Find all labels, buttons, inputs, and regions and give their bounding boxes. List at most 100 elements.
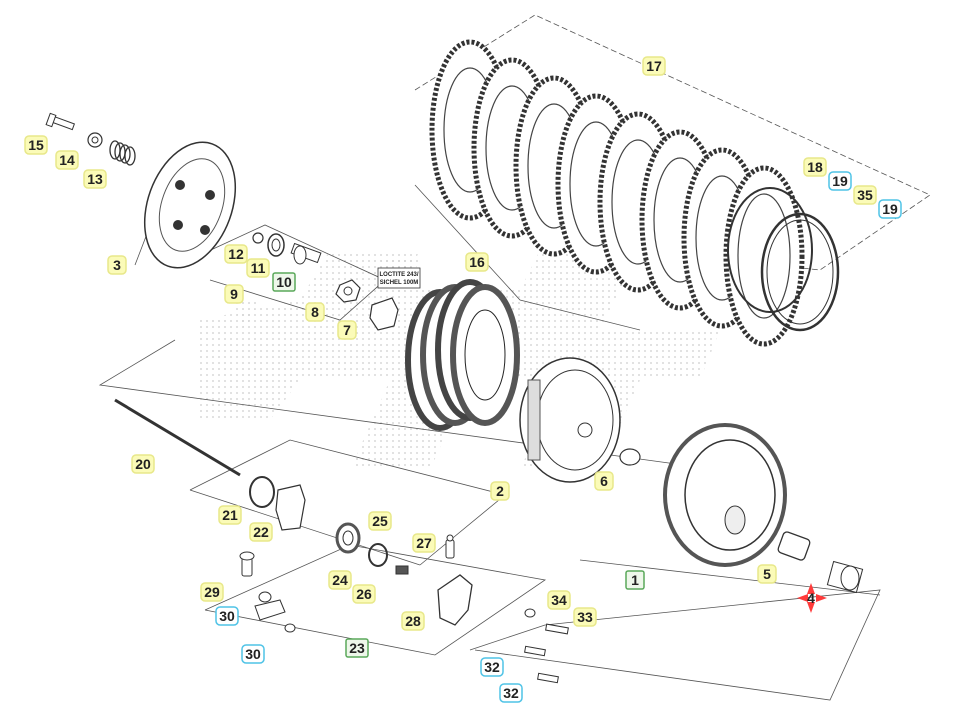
callout-19[interactable]: 19 [828,171,852,191]
friction-disc-inner [737,193,791,319]
callout-box [757,564,777,584]
callout-box [853,185,877,205]
callout-18[interactable]: 18 [803,157,827,177]
note-line-2: SICHEL 100M [380,280,419,286]
callout-4[interactable]: 4 [802,589,820,607]
callout-box [246,258,270,278]
callout-number: 24 [332,572,348,588]
callout-number: 12 [228,246,244,262]
callout-35[interactable]: 35 [853,185,877,205]
callout-number: 14 [59,152,75,168]
callout-number: 7 [343,322,351,338]
callout-box [215,606,239,626]
spring-part [109,140,136,166]
note-line-1: LOCTITE 243/ [379,272,418,278]
gasket-part [275,484,306,531]
callout-16[interactable]: 16 [465,252,489,272]
callout-number: 30 [219,608,235,624]
callout-19[interactable]: 19 [878,199,902,219]
callout-9[interactable]: 9 [224,284,244,304]
seal-ring-part [368,543,388,567]
callout-11[interactable]: 11 [246,258,270,278]
callout-number: 23 [349,640,365,656]
o-ring-part [249,476,275,508]
callout-box [490,481,510,501]
callout-number: 6 [600,473,608,489]
callout-number: 2 [496,483,504,499]
needle-bearing-part [777,531,811,561]
callout-number: 16 [469,254,485,270]
callout-22[interactable]: 22 [249,522,273,542]
callout-box [55,150,79,170]
callout-box [83,169,107,189]
callout-number: 20 [135,456,151,472]
callout-number: 32 [503,685,519,701]
callout-number: 8 [311,304,319,320]
callout-number: 30 [245,646,261,662]
callout-5[interactable]: 5 [757,564,777,584]
callout-number: 9 [230,286,238,302]
loctite-note: LOCTITE 243/ SICHEL 100M [377,267,421,289]
callout-24[interactable]: 24 [328,570,352,590]
callout-14[interactable]: 14 [55,150,79,170]
callout-box [625,570,645,590]
callout-30[interactable]: 30 [241,644,265,664]
callout-box [224,244,248,264]
callout-3[interactable]: 3 [107,255,127,275]
callout-26[interactable]: 26 [352,584,376,604]
callout-box [272,272,296,292]
callout-box [547,590,571,610]
callout-10[interactable]: 10 [272,272,296,292]
callout-23[interactable]: 23 [345,638,369,658]
callout-21[interactable]: 21 [218,505,242,525]
bleeder-valve-part [445,534,455,559]
callout-box [499,683,523,703]
screws-part [524,623,569,684]
small-spring-part [395,565,409,575]
callout-box [642,56,666,76]
callout-20[interactable]: 20 [131,454,155,474]
callout-box [480,657,504,677]
callout-box [803,157,827,177]
callout-box [218,505,242,525]
callout-33[interactable]: 33 [573,607,597,627]
thrust-washer-part [619,448,641,466]
callout-17[interactable]: 17 [642,56,666,76]
callout-box [465,252,489,272]
callout-number: 19 [832,173,848,189]
callout-28[interactable]: 28 [401,611,425,631]
callout-7[interactable]: 7 [337,320,357,340]
callout-box [305,302,325,322]
callout-29[interactable]: 29 [200,582,224,602]
callout-number: 27 [416,535,432,551]
callout-number: 34 [551,592,567,608]
callout-1[interactable]: 1 [625,570,645,590]
callout-25[interactable]: 25 [368,511,392,531]
callout-box [107,255,127,275]
callout-number: 19 [882,201,898,217]
callout-30[interactable]: 30 [215,606,239,626]
selected-part-marker [797,583,827,613]
callout-box [878,199,902,219]
callout-8[interactable]: 8 [305,302,325,322]
callout-27[interactable]: 27 [412,533,436,553]
callout-13[interactable]: 13 [83,169,107,189]
callout-number: 22 [253,524,269,540]
callout-34[interactable]: 34 [547,590,571,610]
callout-2[interactable]: 2 [490,481,510,501]
callout-box [131,454,155,474]
callout-6[interactable]: 6 [594,471,614,491]
callout-box [573,607,597,627]
callout-number: 25 [372,513,388,529]
spring-rings-part [727,187,840,332]
callout-15[interactable]: 15 [24,135,48,155]
clutch-hub-part [519,357,621,483]
callout-number: 15 [28,137,44,153]
callout-box [401,611,425,631]
callout-32[interactable]: 32 [480,657,504,677]
callout-32[interactable]: 32 [499,683,523,703]
callout-number: 26 [356,586,372,602]
small-washer-part [524,608,536,618]
callout-12[interactable]: 12 [224,244,248,264]
